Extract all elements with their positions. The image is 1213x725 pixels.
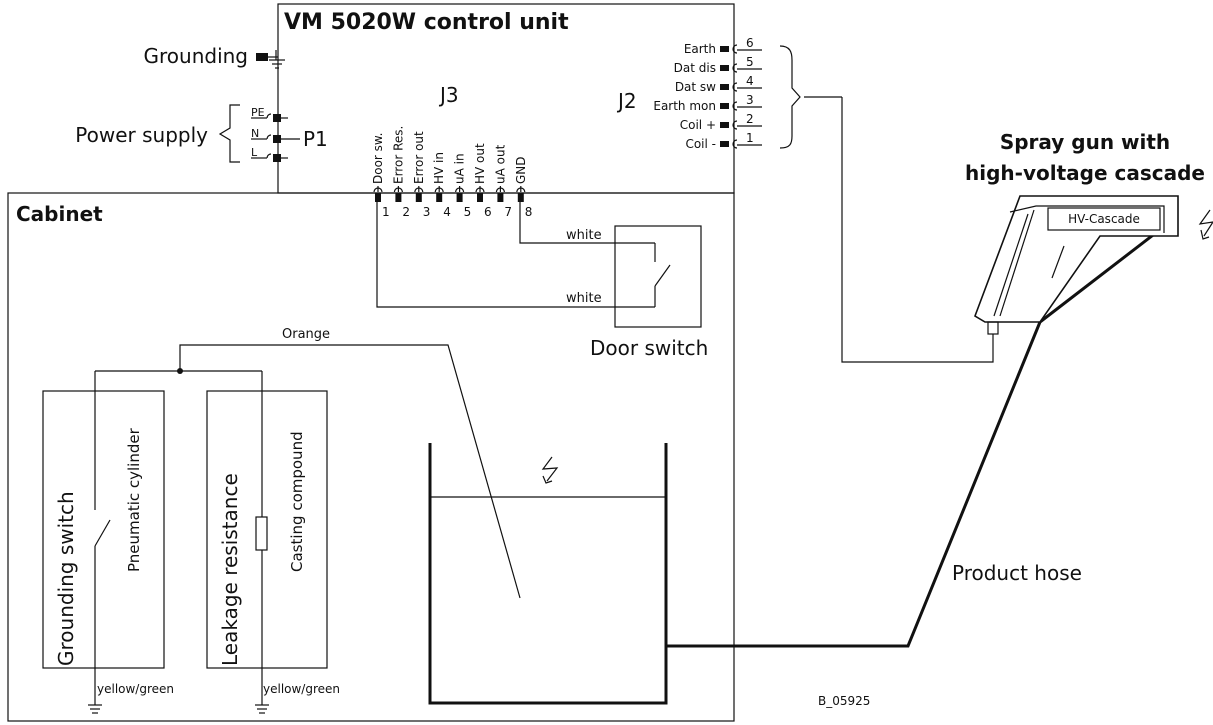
grounding-switch-ground-wire: yellow/green	[97, 682, 174, 696]
j3-pin-name: uA out	[493, 144, 507, 184]
grounding-terminal	[256, 50, 285, 69]
j3-pin-name: HV out	[473, 143, 487, 184]
j3-pin-name: GND	[514, 156, 528, 184]
p1-label: P1	[303, 127, 328, 151]
j3-pin-1: Door sw. 1	[371, 133, 390, 219]
j3-label: J3	[438, 83, 459, 107]
power-supply-brace	[218, 104, 240, 163]
j2-pin-number: 6	[746, 36, 754, 50]
j2-pin-number: 2	[746, 112, 754, 126]
j2-pin-number: 1	[746, 131, 754, 145]
wire-door-switch-pin8	[519, 202, 655, 244]
hv-cascade-label: HV-Cascade	[1068, 212, 1140, 226]
grounding-switch-label: Grounding switch	[54, 491, 78, 666]
j2-pin-1: Coil - 1	[685, 131, 762, 151]
cabinet-box	[7, 192, 735, 722]
power-pin-pe: PE	[251, 106, 265, 119]
wire-orange	[179, 344, 521, 599]
j3-pin-3: Error out 3	[412, 131, 431, 219]
product-hose	[666, 220, 1171, 648]
ground-symbol-1	[88, 704, 102, 714]
door-wire-top-label: white	[566, 228, 602, 243]
j3-pin-2: Error Res. 2	[391, 126, 410, 219]
j3-pin-name: uA in	[453, 153, 467, 184]
j2-pin-2: Coil + 2	[680, 112, 762, 132]
j3-pin-5: uA in 5	[453, 153, 472, 219]
ground-symbol-2	[255, 704, 269, 714]
power-pin-n: N	[251, 127, 259, 140]
j2-pin-3: Earth mon 3	[653, 93, 762, 113]
product-container	[428, 443, 668, 705]
j2-pin-number: 5	[746, 55, 754, 69]
spray-gun-title-line1: Spray gun with	[1000, 130, 1170, 154]
j2-pin-name: Earth	[684, 42, 716, 56]
j3-pin-name: HV in	[432, 152, 446, 184]
spray-gun-title-line2: high-voltage cascade	[965, 161, 1205, 185]
door-wire-bottom-label: white	[566, 291, 602, 306]
leakage-resistance-box	[206, 390, 328, 669]
wire-door-switch-pin1	[376, 202, 655, 308]
j2-label: J2	[616, 89, 637, 113]
orange-wire-label: Orange	[282, 327, 330, 342]
lightning-icon-gun	[1198, 209, 1213, 240]
p1-connector	[266, 113, 300, 162]
j3-pin-number: 4	[443, 205, 451, 219]
junction-dot	[177, 368, 183, 374]
j2-pin-5: Dat dis 5	[674, 55, 762, 75]
j3-pin-number: 7	[504, 205, 512, 219]
j2-pin-name: Earth mon	[653, 99, 716, 113]
pneumatic-cylinder-label: Pneumatic cylinder	[125, 427, 143, 572]
door-switch-box	[614, 225, 702, 328]
door-switch-contact	[654, 243, 671, 307]
power-supply-label: Power supply	[75, 123, 208, 147]
j2-pin-name: Coil -	[685, 137, 716, 151]
j2-brace	[779, 45, 801, 149]
grounding-switch-box	[42, 390, 165, 669]
j2-pin-number: 3	[746, 93, 754, 107]
j3-pin-7: uA out 7	[493, 144, 512, 219]
j2-pin-6: Earth 6	[684, 36, 762, 56]
j3-pin-name: Error Res.	[391, 126, 405, 184]
hv-cascade-box	[1047, 207, 1161, 231]
grounding-switch-contact	[94, 371, 111, 705]
product-hose-label: Product hose	[952, 561, 1082, 585]
control-unit-title: VM 5020W control unit	[284, 10, 569, 35]
door-switch-label: Door switch	[590, 336, 708, 360]
reference-code: B_05925	[818, 694, 870, 708]
j3-pin-4: HV in 4	[432, 152, 451, 219]
j3-pin-6: HV out 6	[473, 143, 492, 219]
j3-pin-number: 2	[402, 205, 410, 219]
j3-pin-number: 5	[464, 205, 472, 219]
j3-pin-name: Error out	[412, 131, 426, 184]
gun-cable	[841, 97, 994, 363]
lightning-icon-tank	[541, 456, 559, 484]
j3-pin-8: GND 8	[514, 156, 533, 219]
j3-pin-number: 1	[382, 205, 390, 219]
j2-pin-4: Dat sw 4	[675, 74, 762, 94]
j3-pin-name: Door sw.	[371, 133, 385, 184]
j3-pin-number: 8	[525, 205, 533, 219]
casting-compound-label: Casting compound	[288, 431, 306, 572]
cabinet-label: Cabinet	[16, 202, 103, 226]
resistor-symbol	[255, 371, 268, 705]
j3-pin-number: 3	[423, 205, 431, 219]
leakage-resistance-label: Leakage resistance	[218, 473, 242, 666]
leakage-ground-wire: yellow/green	[263, 682, 340, 696]
j2-pin-name: Coil +	[680, 118, 716, 132]
j2-pin-name: Dat dis	[674, 61, 716, 75]
j2-pin-name: Dat sw	[675, 80, 716, 94]
j2-pin-number: 4	[746, 74, 754, 88]
j3-pin-number: 6	[484, 205, 492, 219]
grounding-label: Grounding	[144, 44, 249, 68]
power-pin-l: L	[251, 146, 258, 159]
